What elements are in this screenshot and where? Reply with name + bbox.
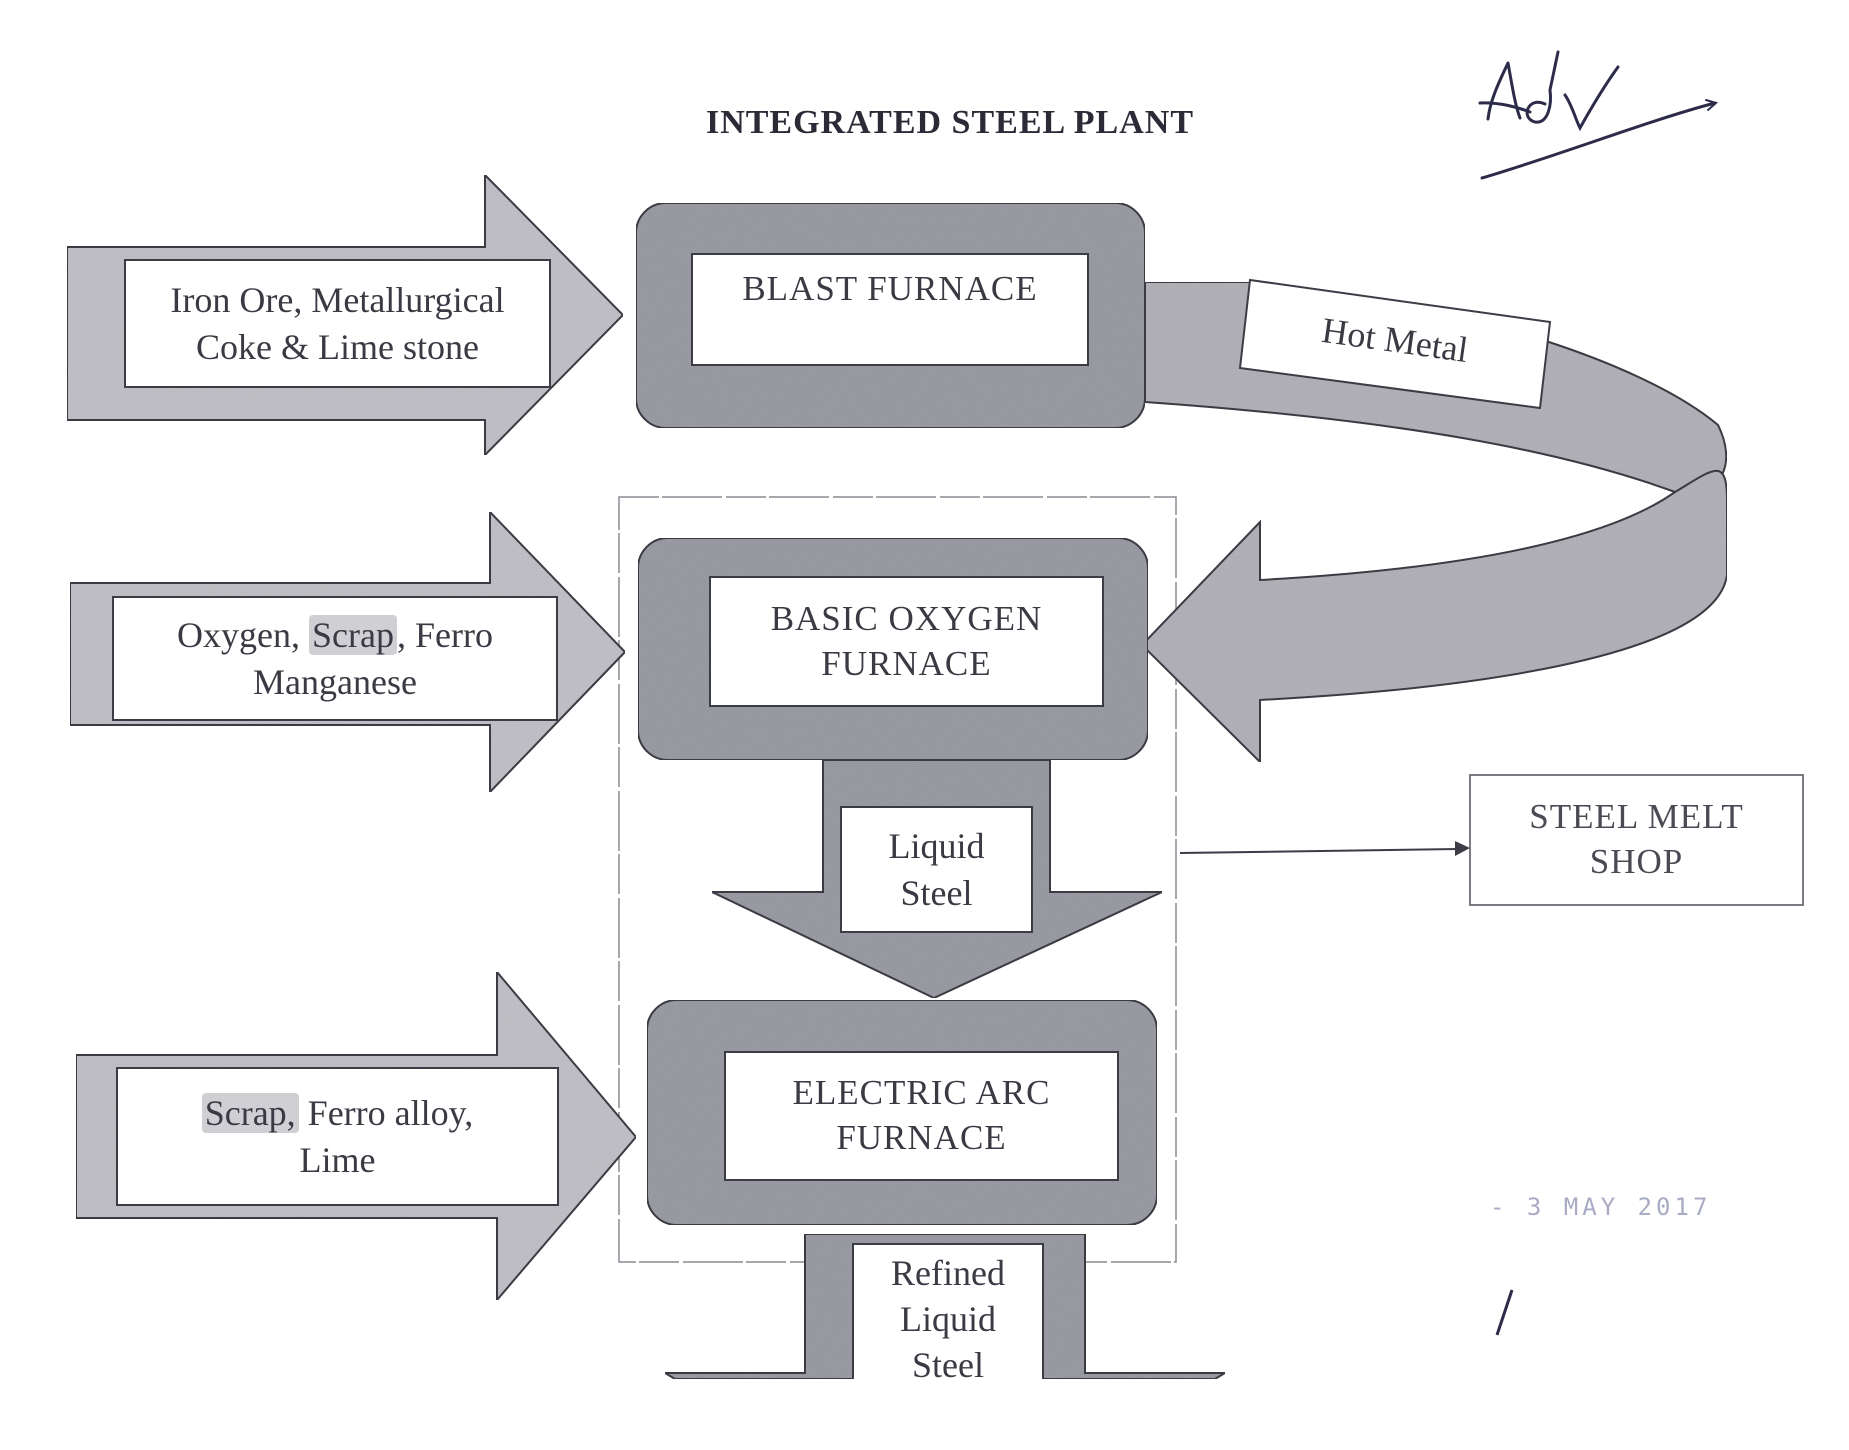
eaf-label: ELECTRIC ARC FURNACE <box>792 1073 1051 1157</box>
refined-liquid-steel-label: Refined Liquid Steel <box>891 1253 1005 1386</box>
steel-melt-shop-label: STEEL MELT SHOP <box>1529 797 1744 881</box>
eaf-box <box>724 1051 1119 1181</box>
bof-label: BASIC OXYGEN FURNACE <box>770 598 1043 683</box>
liquid-steel-box <box>840 806 1033 933</box>
ribbon-return-arrow <box>1140 469 1728 765</box>
liquid-steel-label: Liquid Steel <box>888 826 985 913</box>
diagram-title: INTEGRATED STEEL PLANT <box>705 104 1195 141</box>
connector-arrowhead-icon <box>1455 841 1470 856</box>
page-bottom-cutoff <box>0 1379 1849 1399</box>
eaf-inputs-text: Scrap, Ferro alloy, Lime <box>201 1090 474 1182</box>
bf-inputs-line-1: Iron Ore, Metallurgical <box>170 280 505 321</box>
bof-inputs-pre: Oxygen, <box>177 615 310 656</box>
bof-box <box>709 576 1104 707</box>
steel-melt-shop-box <box>1469 774 1804 906</box>
eaf-inputs-highlight: Scrap, <box>201 1093 299 1134</box>
blast-furnace-label: BLAST FURNACE <box>742 268 1038 308</box>
bf-inputs-box <box>124 259 551 388</box>
flow-diagram <box>66 50 1804 1381</box>
eaf-inputs-line-2: Lime <box>299 1139 376 1180</box>
bof-inputs-post: , Ferro <box>396 615 493 656</box>
eaf-inputs-label: Scrap, Ferro alloy, Lime <box>117 1068 558 1205</box>
date-stamp: - 3 MAY 2017 <box>1490 1193 1712 1221</box>
eaf-inputs-box <box>116 1067 559 1206</box>
steel-melt-shop-connector <box>1179 848 1459 854</box>
hot-metal-box <box>1238 278 1552 410</box>
eaf-inputs-post: Ferro alloy, <box>298 1093 474 1134</box>
blast-furnace-box <box>691 253 1089 366</box>
bf-inputs-line-2: Coke & Lime stone <box>196 326 479 367</box>
pen-mark-icon <box>1495 1289 1514 1336</box>
bof-inputs-highlight: Scrap <box>309 615 397 656</box>
bof-inputs-line-2: Manganese <box>253 661 417 702</box>
signature-icon <box>1478 50 1719 180</box>
